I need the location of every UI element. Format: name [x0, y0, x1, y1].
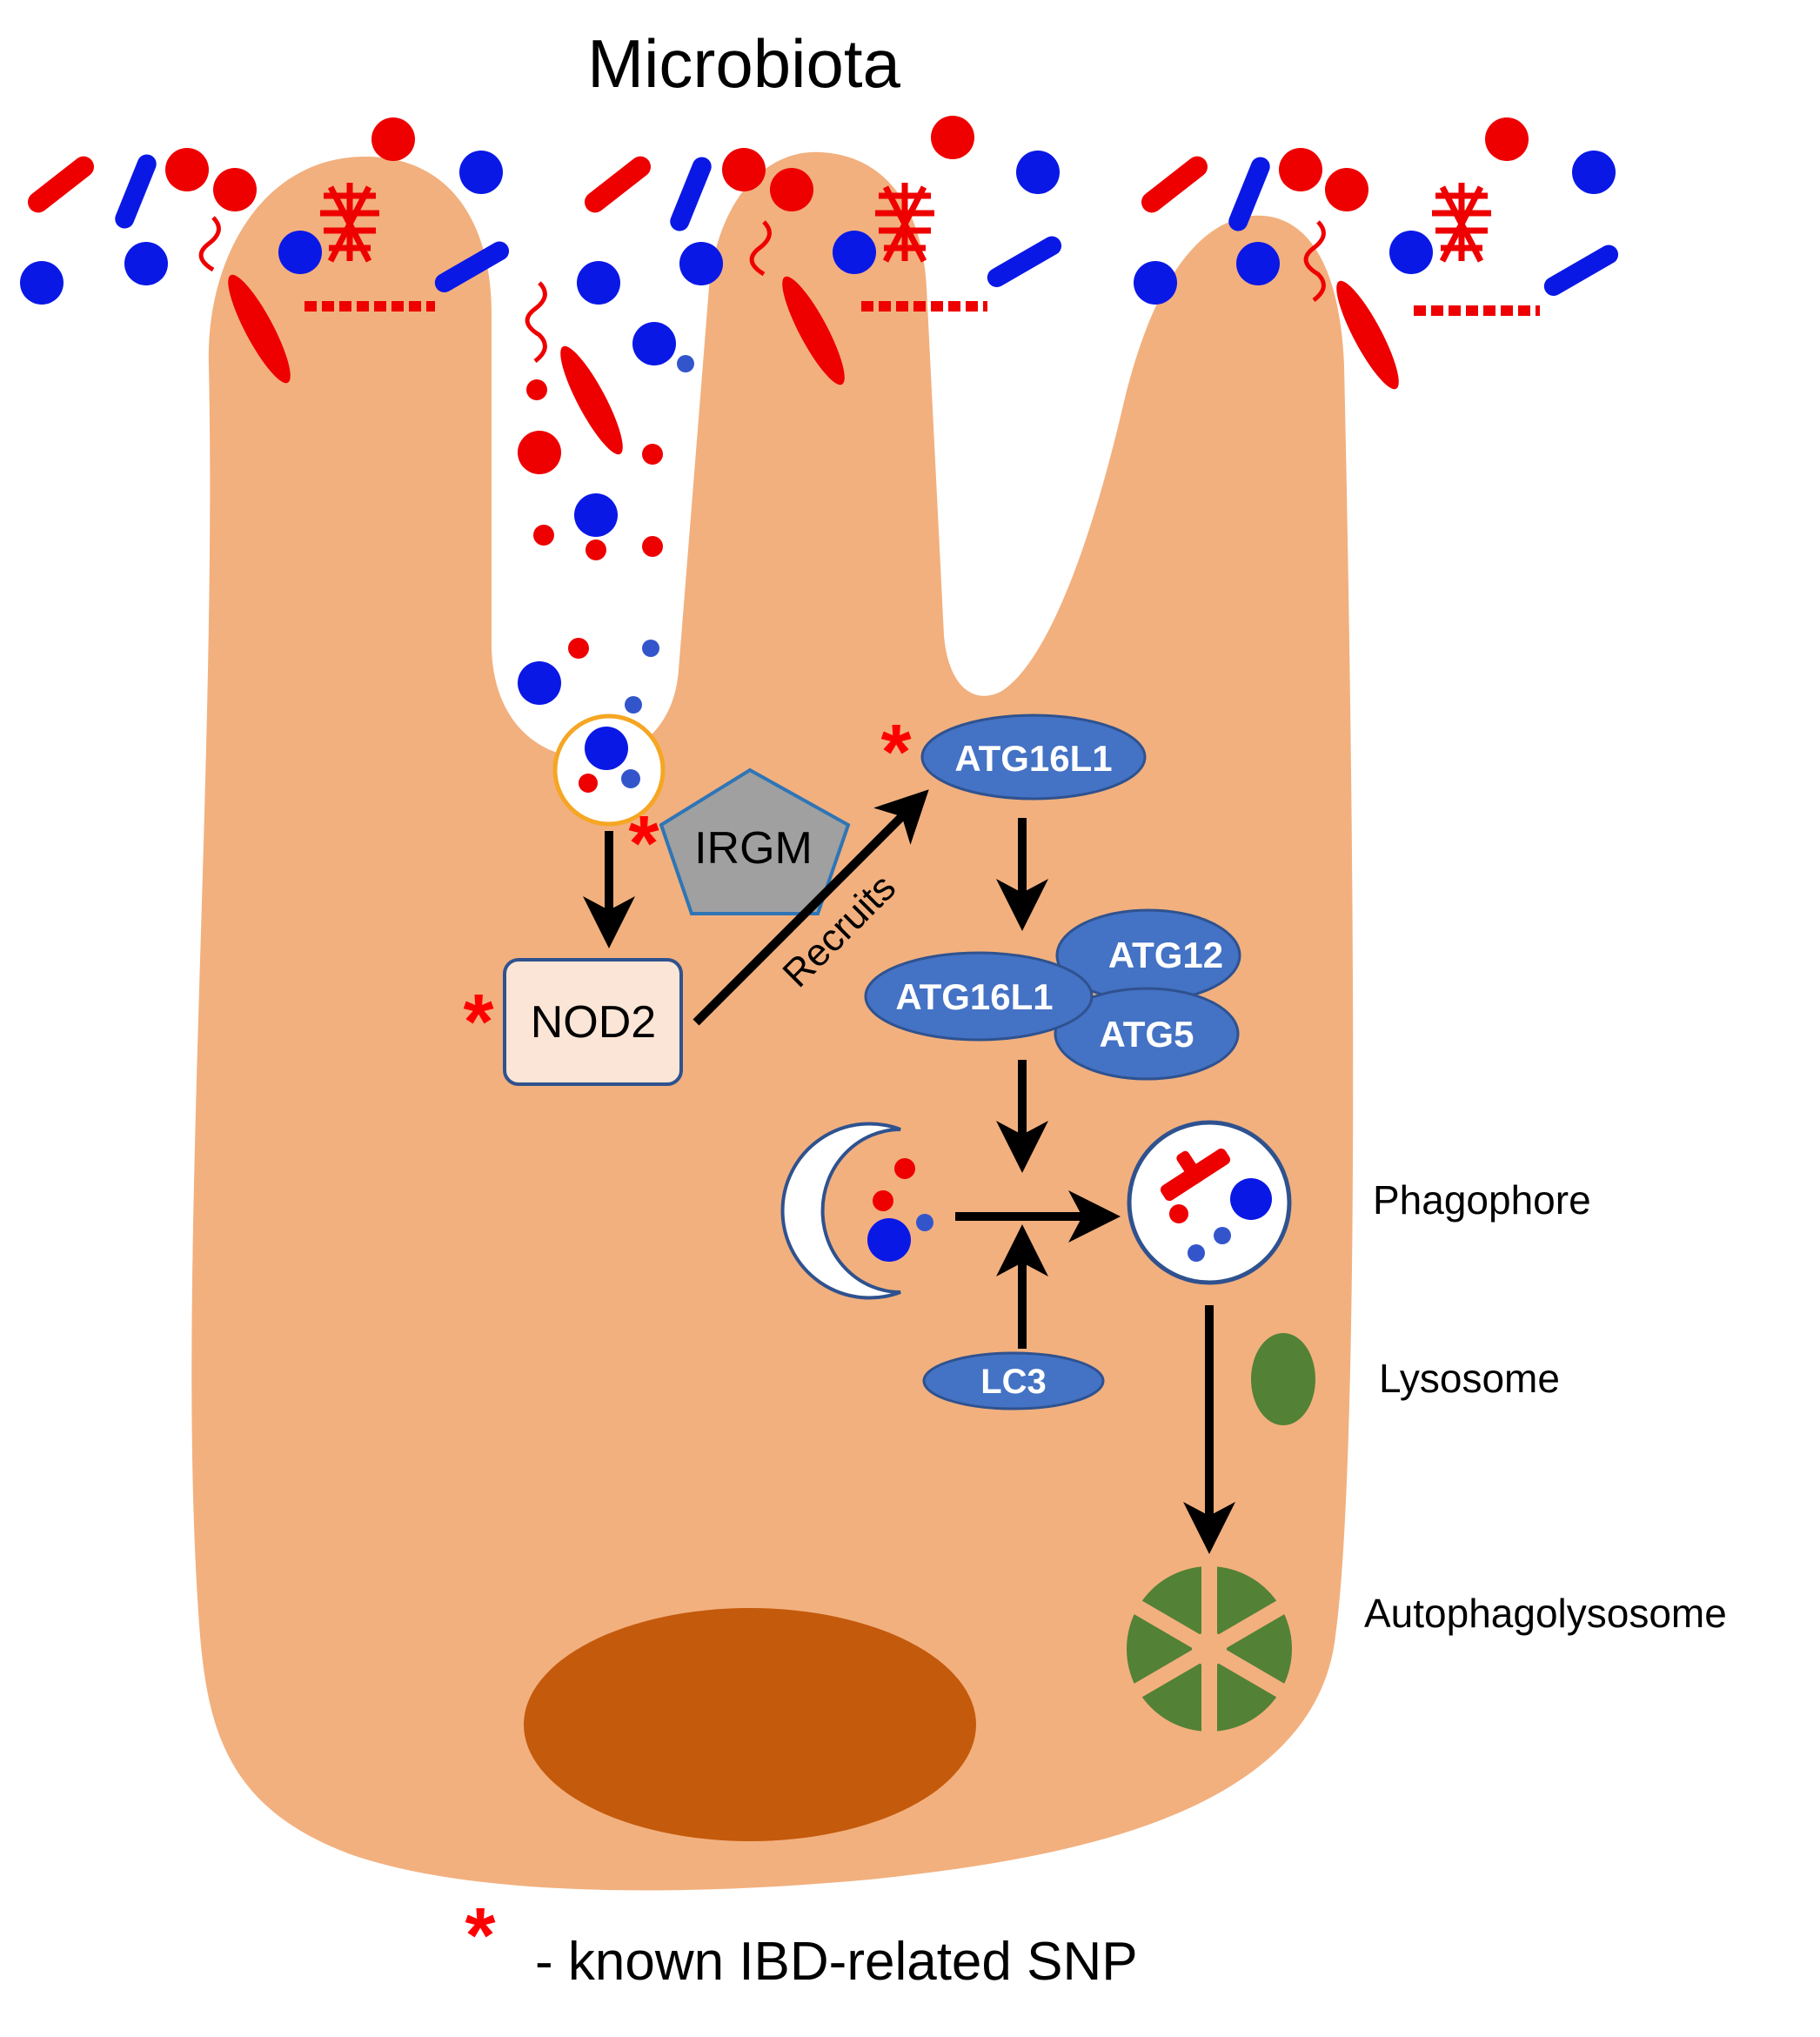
- legend-text: - known IBD-related SNP: [535, 1932, 1138, 1992]
- atg5-ellipse: [1054, 987, 1240, 1081]
- red-coccus: [931, 116, 974, 159]
- lysosome: [1251, 1333, 1315, 1425]
- autophagolysosome: [1126, 1558, 1293, 1740]
- blue-rod-bacterium: [115, 154, 157, 229]
- fimbriated-bacterium: [875, 183, 934, 263]
- crypt-particles: [518, 322, 694, 714]
- red-coccus: [213, 168, 257, 211]
- blue-coccus: [1016, 151, 1060, 194]
- phagophore-label: Phagophore: [1373, 1177, 1591, 1223]
- red-coccus: [1485, 117, 1529, 161]
- blue-coccus: [1572, 151, 1616, 194]
- lc3-ellipse: [922, 1351, 1105, 1410]
- fimbriated-bacterium: [320, 183, 379, 263]
- nod2-label: NOD2: [531, 997, 656, 1048]
- autophagosome: [1127, 1120, 1292, 1285]
- blue-coccus: [278, 231, 322, 274]
- blue-coccus: [577, 261, 620, 305]
- arrow-nod2-recruits-atg16l1: [693, 789, 929, 1026]
- nucleus: [524, 1608, 976, 1841]
- blue-coccus: [1134, 261, 1177, 305]
- blue-coccus: [1389, 231, 1433, 274]
- atg16l1-top-label: ATG16L1: [954, 738, 1112, 779]
- endocytic-vesicle: [552, 714, 666, 827]
- red-coccus: [1279, 148, 1322, 191]
- blue-rod-bacterium: [1543, 245, 1619, 296]
- flagellated-bacterium: [749, 220, 845, 385]
- blue-coccus: [1236, 242, 1280, 285]
- lc3-label: LC3: [980, 1363, 1047, 1401]
- flagellated-bacterium: [198, 216, 291, 384]
- snp-star-irgm: *: [628, 801, 659, 888]
- epithelial-cell: [191, 151, 1354, 1891]
- atg16l1-complex-label: ATG16L1: [895, 976, 1053, 1017]
- blue-coccus: [124, 242, 168, 285]
- red-coccus: [165, 148, 209, 191]
- irgm-label: IRGM: [694, 823, 813, 874]
- red-coccus: [1325, 168, 1368, 211]
- flagellated-bacterium: [525, 281, 623, 455]
- red-coccus: [371, 117, 415, 161]
- autophagolysosome-label: Autophagolysosome: [1364, 1591, 1727, 1636]
- red-rod-bacterium: [584, 156, 652, 213]
- irgm-pentagon: [659, 767, 851, 915]
- blue-rod-bacterium: [987, 236, 1062, 288]
- atg5-label: ATG5: [1100, 1014, 1194, 1055]
- blue-rod-bacterium: [434, 241, 510, 292]
- red-coccus: [722, 148, 766, 191]
- red-coccus: [770, 168, 813, 211]
- nod2-box: [503, 958, 683, 1086]
- atg16l1-top: [920, 714, 1147, 801]
- red-rod-bacterium: [1141, 156, 1208, 213]
- red-rod-bacterium: [27, 156, 95, 213]
- lysosome-label: Lysosome: [1379, 1356, 1560, 1401]
- atg-complex: ATG12 ATG5 ATG16L1: [864, 908, 1241, 1081]
- blue-coccus: [679, 242, 723, 285]
- legend-snp-star: *: [465, 1893, 495, 1980]
- snp-star-nod2: *: [463, 979, 493, 1066]
- blue-rod-bacterium: [1228, 157, 1270, 231]
- atg16l1-complex-ellipse: [864, 951, 1094, 1042]
- microbiota-group: [20, 116, 1619, 455]
- snp-star-atg16l1: *: [880, 709, 911, 796]
- blue-coccus: [20, 261, 64, 305]
- flagellated-bacterium: [1303, 220, 1399, 390]
- fimbriated-bacterium: [1432, 183, 1491, 263]
- blue-coccus: [459, 151, 503, 194]
- blue-coccus: [833, 231, 876, 274]
- title: Microbiota: [587, 25, 900, 102]
- atg12-label: ATG12: [1108, 935, 1223, 975]
- blue-rod-bacterium: [670, 157, 712, 231]
- phagophore-crescent: [780, 1122, 933, 1300]
